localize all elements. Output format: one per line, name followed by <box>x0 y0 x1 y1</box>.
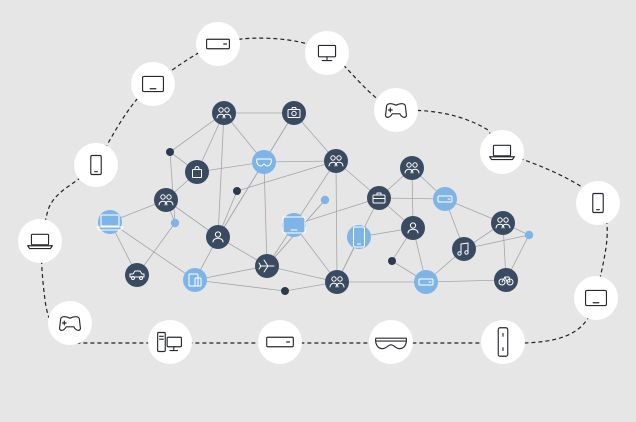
junction-dot <box>170 218 180 228</box>
network-edge <box>293 197 380 226</box>
card-icon <box>418 278 434 286</box>
node-user-1 <box>206 225 230 249</box>
node-people-6 <box>325 270 349 294</box>
tablet-icon <box>141 75 165 93</box>
node-people-1 <box>212 101 236 125</box>
phone-icon <box>592 192 604 214</box>
headset-icon <box>256 158 272 167</box>
node-phone-node <box>347 225 371 249</box>
game-controller-icon <box>384 103 408 118</box>
network-edge <box>263 160 337 163</box>
user-icon <box>407 222 419 234</box>
desktop-tower-icon <box>157 331 182 353</box>
tablet-icon <box>282 216 306 234</box>
node-tablet-node <box>282 213 306 237</box>
device-tablet <box>131 62 175 106</box>
junction-dot <box>388 257 396 265</box>
network-edge <box>217 112 295 238</box>
device-game-controller-left <box>48 301 92 345</box>
node-bicycle <box>494 268 518 292</box>
network-edge <box>169 151 176 224</box>
people-icon <box>328 155 344 167</box>
car-icon <box>129 270 145 280</box>
node-people-2 <box>324 149 348 173</box>
phone-icon <box>90 154 102 176</box>
device-server <box>196 22 240 66</box>
briefcase-icon <box>372 192 386 204</box>
laptop-icon <box>489 144 515 161</box>
network-edge <box>425 279 507 283</box>
device-tablet-right <box>574 276 618 320</box>
laptop-icon <box>96 214 124 231</box>
card-icon <box>437 195 453 203</box>
bag-icon <box>192 166 202 178</box>
bicycle-icon <box>498 276 514 286</box>
node-user-2 <box>401 216 425 240</box>
device-console <box>258 320 302 364</box>
desktop-monitor-icon <box>317 44 337 62</box>
people-icon <box>158 194 174 206</box>
junction-dot <box>233 187 241 195</box>
node-headset <box>252 150 276 174</box>
device-desktop <box>305 31 349 75</box>
camera-icon <box>287 107 301 118</box>
node-people-3 <box>154 188 178 212</box>
node-briefcase <box>367 186 391 210</box>
network-edge <box>263 161 268 267</box>
network-edge <box>236 160 337 192</box>
device-game-controller-top <box>374 88 418 132</box>
device-router <box>481 320 525 364</box>
node-card-2 <box>414 270 438 294</box>
node-devices-node <box>183 268 207 292</box>
people-icon <box>329 276 345 288</box>
device-desktop-tower <box>148 320 192 364</box>
junction-dot <box>281 287 289 295</box>
people-icon <box>216 107 232 119</box>
music-icon <box>457 242 469 256</box>
devices-icon <box>188 273 202 287</box>
phone-icon <box>353 226 365 248</box>
server-icon <box>206 38 230 50</box>
node-card-1 <box>433 187 457 211</box>
node-laptop-node <box>96 210 124 234</box>
node-car <box>125 263 149 287</box>
laptop-icon <box>27 233 53 250</box>
network-edge <box>293 160 337 226</box>
node-camera <box>282 101 306 125</box>
network-edge <box>194 265 268 281</box>
junction-dot <box>524 230 534 240</box>
device-laptop-right <box>480 130 524 174</box>
game-controller-icon <box>58 316 82 331</box>
junction-dot <box>320 195 330 205</box>
junction-dot <box>166 148 174 156</box>
network-edge <box>109 221 196 281</box>
device-phone-left <box>74 143 118 187</box>
console-icon <box>266 336 294 348</box>
device-laptop-left <box>18 219 62 263</box>
node-shopping-bag <box>185 160 209 184</box>
people-icon <box>495 217 511 229</box>
cloud-devices <box>18 22 620 364</box>
network-edge <box>335 160 338 283</box>
vr-headset-icon <box>375 337 407 350</box>
network-edge <box>217 112 225 238</box>
router-icon <box>497 327 509 357</box>
tablet-icon <box>584 289 608 307</box>
device-vr-headset <box>369 320 413 364</box>
node-people-4 <box>400 156 424 180</box>
node-music <box>452 237 476 261</box>
network-nodes <box>96 101 534 295</box>
airplane-icon <box>258 259 275 273</box>
people-icon <box>404 162 420 174</box>
user-icon <box>212 231 224 243</box>
device-phone-right <box>576 181 620 225</box>
network-edge <box>194 279 286 292</box>
node-people-5 <box>491 211 515 235</box>
node-airplane <box>255 254 279 278</box>
